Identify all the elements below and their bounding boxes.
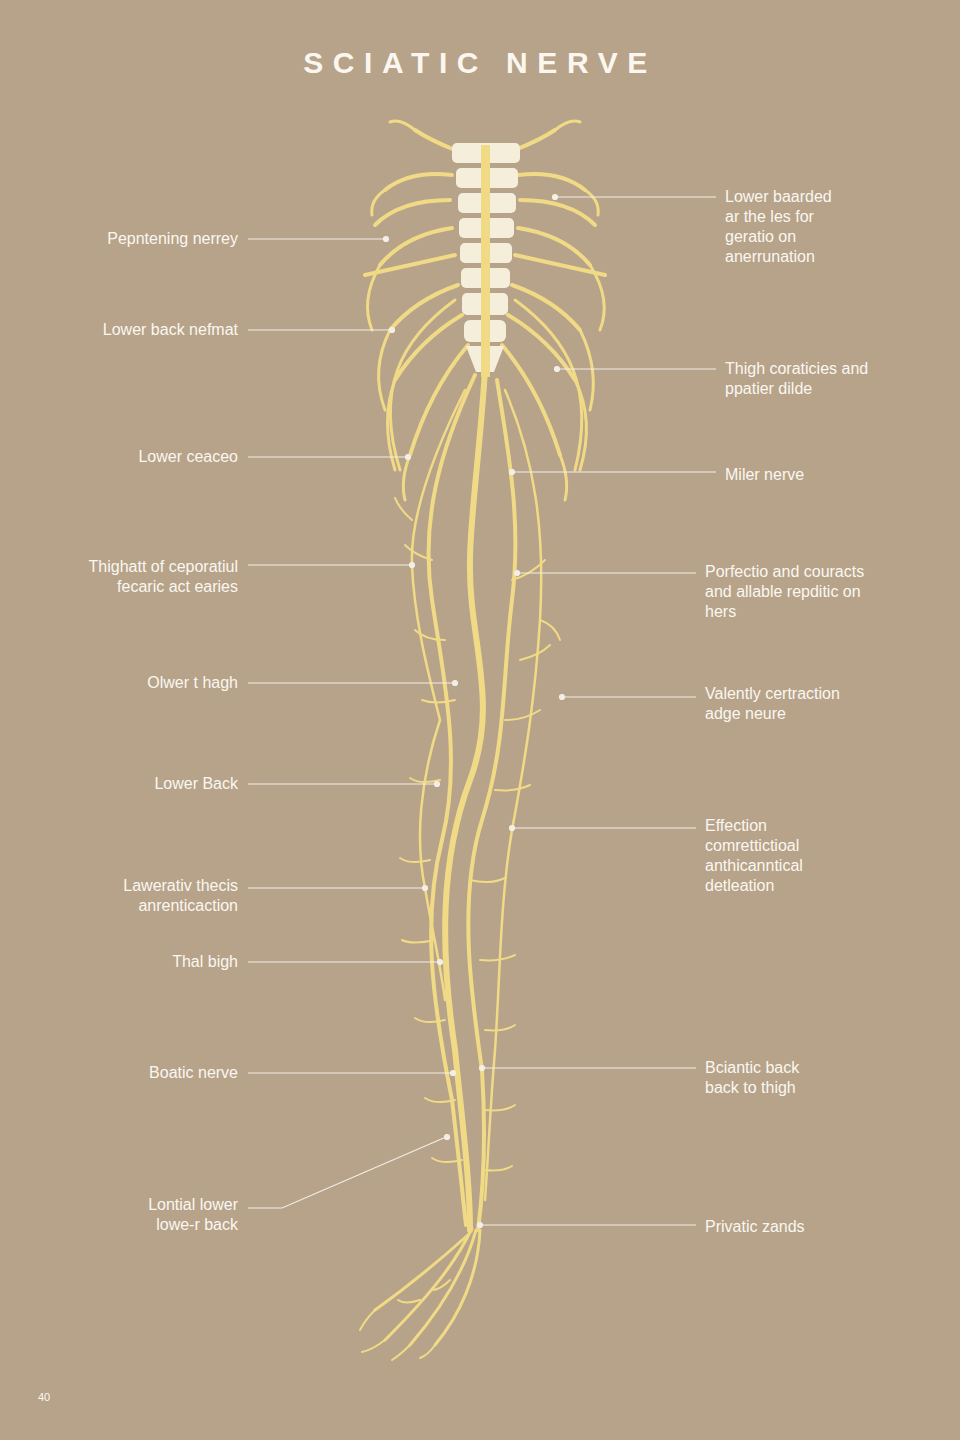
part-label: Effection comrettictioal anthicanntical … — [705, 816, 855, 896]
page-number: 40 — [38, 1390, 78, 1404]
part-label: Pepntening nerrey — [48, 229, 238, 249]
part-label: Lawerativ thecis anrenticaction — [68, 876, 238, 916]
part-label: Boatic nerve — [48, 1063, 238, 1083]
diagram-title: SCIATIC NERVE — [0, 46, 960, 80]
part-label: Lontial lower lowe-r back — [113, 1195, 238, 1235]
part-label: Olwer t hagh — [48, 673, 238, 693]
part-label: Bciantic back back to thigh — [705, 1058, 830, 1098]
part-label: Lower back nefmat — [48, 320, 238, 340]
part-label: Porfectio and couracts and allable repdi… — [705, 562, 895, 622]
part-label: Privatic zands — [705, 1217, 905, 1237]
part-label: Miler nerve — [725, 465, 925, 485]
part-label: Valently certraction adge neure — [705, 684, 865, 724]
part-label: Lower Back — [48, 774, 238, 794]
part-label: Lower baarded ar the les for geratio on … — [725, 187, 850, 267]
part-label: Thighatt of ceporatiul fecaric act earie… — [73, 557, 238, 597]
part-label: Thal bigh — [48, 952, 238, 972]
part-label: Thigh coraticies and ppatier dilde — [725, 359, 885, 399]
part-label: Lower ceaceo — [48, 447, 238, 467]
